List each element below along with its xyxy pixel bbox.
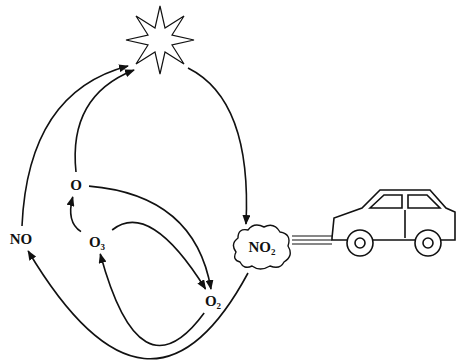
reaction-arrow: [89, 186, 211, 289]
species-node: O₃: [82, 231, 112, 253]
species-node: O₂: [198, 290, 228, 312]
light-arrow: [188, 68, 247, 224]
reaction-arrow: [71, 197, 81, 232]
light-arrow: [75, 70, 134, 172]
smog-cloud: NO₂: [230, 222, 294, 272]
exhaust-lines: [292, 236, 332, 244]
reaction-arrow: [100, 254, 204, 345]
sun-star: [126, 6, 194, 74]
species-label: NO₂: [249, 239, 276, 256]
species-label: O₂: [205, 293, 221, 310]
species-label: O: [70, 177, 82, 194]
species-node: NO: [4, 228, 38, 250]
species-node: O: [64, 174, 88, 196]
reaction-arrow: [28, 251, 248, 359]
car-illustration: [332, 190, 455, 256]
species-label: O₃: [89, 234, 105, 251]
reaction-arrow: [112, 222, 205, 289]
species-label: NO: [10, 231, 33, 248]
